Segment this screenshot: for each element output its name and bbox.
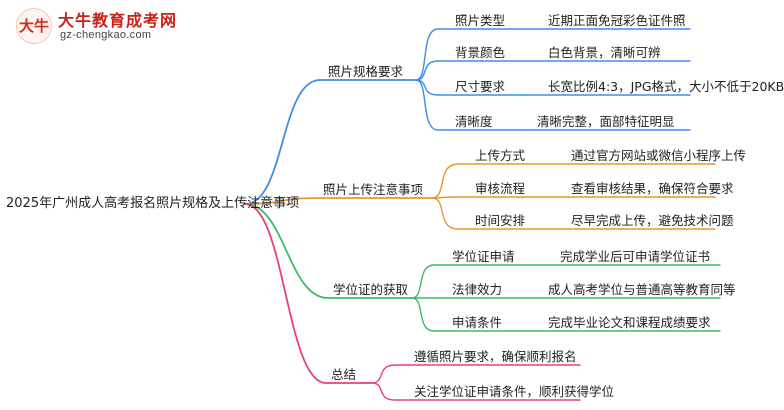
node-value: 清晰完整，面部特征明显 [537, 114, 675, 129]
node-key: 申请条件 [452, 315, 503, 330]
site-logo: 大牛 大牛教育成考网 gz-chengkao.com [8, 6, 248, 50]
child-connector [431, 197, 549, 230]
node-key: 照片类型 [455, 13, 506, 28]
child-connector [371, 364, 581, 384]
node-key: 尺寸要求 [455, 79, 506, 94]
node-value: 完成毕业论文和课程成绩要求 [548, 315, 711, 330]
node-value: 尽早完成上传，避免技术问题 [571, 213, 734, 228]
child-connector [431, 163, 549, 199]
node-key: 审核流程 [475, 181, 526, 196]
child-connector [415, 79, 526, 131]
node-key: 法律效力 [452, 282, 503, 297]
child-connector [415, 60, 526, 81]
node-value: 查看审核结果，确保符合要求 [571, 181, 734, 196]
mindmap-root: 2025年广州成人高考报名照片规格及上传注意事项 [6, 196, 300, 211]
node-key: 学位证申请 [452, 249, 515, 264]
branch-summary: 总结 [331, 367, 357, 382]
mindmap-connectors [244, 28, 721, 401]
node-value: 白色背景，清晰可辨 [548, 45, 661, 60]
logo-url: gz-chengkao.com [60, 29, 152, 41]
child-connector [415, 28, 526, 81]
summary-item: 关注学位证申请条件，顺利获得学位 [414, 384, 615, 399]
node-key: 时间安排 [475, 213, 526, 228]
child-connector [431, 196, 549, 199]
node-value: 长宽比例4:3，JPG格式，大小不低于20KB [548, 79, 784, 94]
node-value: 通过官方网站或微信小程序上传 [571, 148, 747, 163]
logo-title: 大牛教育成考网 [58, 11, 178, 30]
node-key: 清晰度 [455, 114, 493, 129]
branch-connector [244, 203, 413, 299]
child-connector [411, 264, 526, 299]
summary-item: 遵循照片要求，确保顺利报名 [414, 349, 577, 364]
node-key: 上传方式 [475, 148, 526, 163]
branch-connector [244, 197, 433, 205]
node-value: 近期正面免冠彩色证件照 [548, 13, 686, 28]
branch-upload-notes: 照片上传注意事项 [323, 182, 424, 197]
child-connector [371, 382, 581, 401]
node-value: 完成学业后可申请学位证书 [560, 249, 711, 264]
branch-connector [244, 79, 417, 205]
node-key: 背景颜色 [455, 45, 506, 60]
branch-photo-spec: 照片规格要求 [328, 64, 404, 79]
branch-degree: 学位证的获取 [333, 282, 409, 297]
node-value: 成人高考学位与普通高等教育同等 [548, 282, 736, 297]
logo-mark: 大牛 [16, 8, 52, 44]
child-connector [411, 297, 526, 332]
branch-connector [244, 203, 373, 384]
